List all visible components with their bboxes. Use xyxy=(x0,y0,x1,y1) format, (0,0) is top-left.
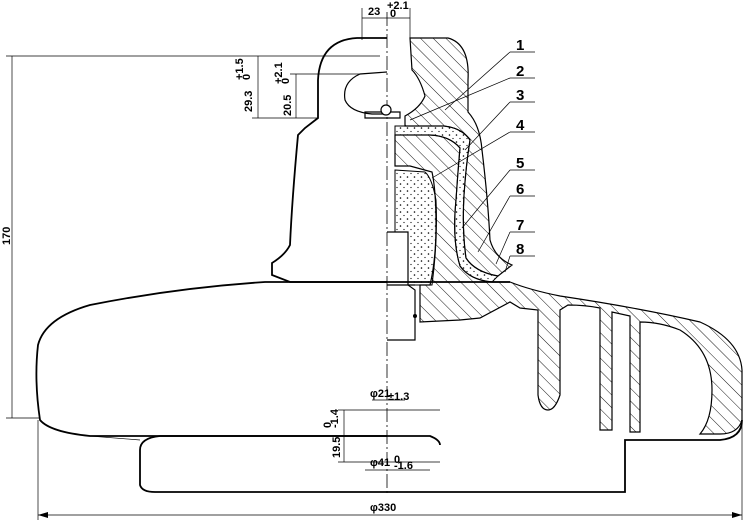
part-leaders xyxy=(409,51,535,273)
dim-total-height: 170 xyxy=(1,227,13,245)
svg-text:-1.6: -1.6 xyxy=(394,460,413,472)
shed-outline-left xyxy=(35,281,387,437)
part-label-8: 8 xyxy=(516,241,524,258)
svg-text:+1.5: +1.5 xyxy=(234,58,246,80)
svg-text:-1.4: -1.4 xyxy=(329,408,341,428)
shed-bottom-left xyxy=(139,435,387,493)
dim-pin-width-tol: +2.1 xyxy=(387,0,409,12)
part-label-2: 2 xyxy=(516,63,524,80)
porcelain-section xyxy=(394,134,743,435)
part-label-7: 7 xyxy=(516,217,524,234)
part-label-3: 3 xyxy=(516,87,524,104)
rib-right xyxy=(387,435,441,446)
cap-outline-left xyxy=(271,37,387,283)
part-label-4: 4 xyxy=(516,117,525,134)
svg-text:0: 0 xyxy=(394,454,400,466)
svg-text:0: 0 xyxy=(280,78,292,84)
dim-rib-height: 19.5 xyxy=(331,437,343,458)
shed-bottom-right xyxy=(387,419,743,493)
dim-shed-dia: φ330 xyxy=(370,502,396,514)
svg-text:+2.1: +2.1 xyxy=(273,62,285,84)
dim-inner-dia: φ21 xyxy=(370,388,390,400)
part-label-1: 1 xyxy=(516,37,524,54)
dim-socket-depth: 20.5 xyxy=(282,95,294,116)
dim-pin-dia: φ41 xyxy=(370,457,390,469)
part-label-5: 5 xyxy=(516,155,524,172)
part-label-6: 6 xyxy=(516,181,524,198)
svg-text:±1.3: ±1.3 xyxy=(388,391,409,403)
dim-pin-width: 23 xyxy=(368,6,380,18)
dim-cap-height: 29.3 xyxy=(243,91,255,112)
pin-cement xyxy=(394,169,437,286)
svg-text:0: 0 xyxy=(322,422,334,428)
svg-text:0: 0 xyxy=(390,8,396,20)
svg-text:0: 0 xyxy=(241,74,253,80)
socket-left xyxy=(343,71,388,115)
pin-body xyxy=(387,231,416,341)
